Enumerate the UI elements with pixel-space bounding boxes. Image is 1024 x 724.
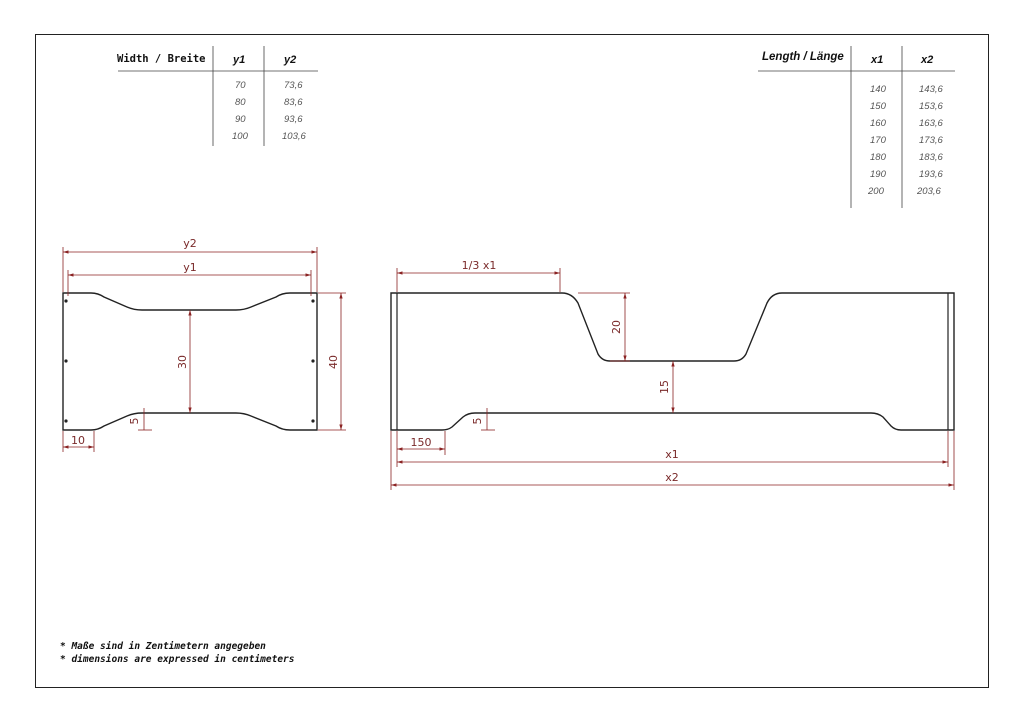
length-table-cell: 193,6 [919,169,943,180]
width-panel-outline [62,292,318,431]
width-view: y2 y1 30 40 5 10 [62,237,346,452]
length-table-label: Length / Länge [762,51,844,63]
dim-label-30: 30 [176,355,189,369]
dim-label-20: 20 [610,320,623,334]
dim-label-y2: y2 [183,237,197,250]
table-rules [118,46,955,208]
length-panel-outline [390,292,955,431]
length-table-cell: 190 [870,169,886,180]
length-view: 1/3 x1 20 15 5 150 x1 x2 [390,259,955,490]
width-table-label: Width / Breite [117,53,206,65]
length-table-cell: 203,6 [917,186,941,197]
length-table-cell: 143,6 [919,84,943,95]
width-table-cell: 73,6 [284,80,303,91]
drawing-frame [35,34,989,688]
length-table-cell: 183,6 [919,152,943,163]
dim-label-third-x1: 1/3 x1 [462,259,497,272]
dim-label-x1: x1 [665,448,679,461]
length-table-cell: 163,6 [919,118,943,129]
length-table-cell: 140 [870,84,886,95]
dim-label-5: 5 [128,418,141,425]
width-table-cell: 103,6 [282,131,306,142]
width-table-cell: 70 [235,80,246,91]
note-german: * Maße sind in Zentimetern angegeben [60,641,266,652]
width-table-header-y2: y2 [284,54,297,66]
width-table-cell: 93,6 [284,114,303,125]
note-english: * dimensions are expressed in centimeter… [60,654,295,665]
length-table-cell: 180 [870,152,886,163]
width-table-cell: 100 [232,131,248,142]
dim-label-15: 15 [658,380,671,394]
width-table-cell: 80 [235,97,246,108]
screw-holes [64,299,315,423]
width-table-cell: 83,6 [284,97,303,108]
dim-label-10: 10 [71,434,85,447]
length-table-header-x2: x2 [921,54,934,66]
dim-label-150: 150 [411,436,432,449]
length-table-cell: 173,6 [919,135,943,146]
dim-label-40: 40 [327,355,340,369]
width-table-header-y1: y1 [233,54,246,66]
length-table-header-x1: x1 [871,54,884,66]
dim-label-y1: y1 [183,261,197,274]
length-table-cell: 170 [870,135,886,146]
length-table-cell: 150 [870,101,886,112]
length-table-cell: 153,6 [919,101,943,112]
length-table-cell: 200 [868,186,884,197]
length-table-cell: 160 [870,118,886,129]
dim-label-x2: x2 [665,471,679,484]
dim-label-5-length: 5 [471,418,484,425]
width-table-cell: 90 [235,114,246,125]
